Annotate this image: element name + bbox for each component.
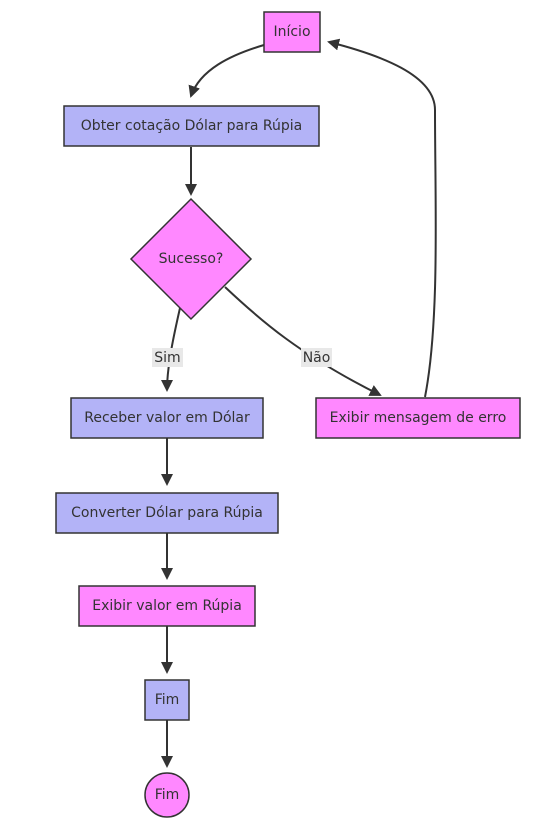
node-erro-label: Exibir mensagem de erro	[330, 410, 507, 426]
node-inicio-label: Início	[273, 24, 310, 40]
node-exibir-label: Exibir valor em Rúpia	[92, 598, 242, 614]
node-obter: Obter cotação Dólar para Rúpia	[63, 105, 320, 147]
node-inicio: Início	[263, 11, 321, 53]
node-converter-label: Converter Dólar para Rúpia	[71, 505, 263, 521]
edge-label-sim-text: Sim	[154, 350, 180, 366]
edge-label-sim: Sim	[152, 348, 183, 367]
node-exibir: Exibir valor em Rúpia	[78, 585, 256, 627]
node-converter: Converter Dólar para Rúpia	[55, 492, 279, 534]
node-fim-circle-label: Fim	[155, 787, 180, 803]
edge-label-nao-text: Não	[303, 350, 331, 366]
edge-erro-inicio	[327, 38, 437, 398]
node-receber: Receber valor em Dólar	[70, 397, 264, 439]
edge-sucesso-receber	[161, 307, 181, 392]
node-obter-label: Obter cotação Dólar para Rúpia	[81, 118, 302, 134]
node-sucesso: Sucesso?	[129, 197, 253, 321]
node-erro: Exibir mensagem de erro	[315, 397, 521, 439]
node-receber-label: Receber valor em Dólar	[84, 410, 250, 426]
node-fim-rect-label: Fim	[155, 692, 180, 708]
edge-sucesso-erro	[224, 286, 382, 396]
node-sucesso-label: Sucesso?	[159, 251, 224, 267]
edge-label-nao: Não	[301, 348, 332, 367]
node-fim-rect: Fim	[144, 679, 190, 721]
node-fim-circle: Fim	[144, 772, 190, 818]
edge-inicio-obter	[188, 44, 265, 98]
